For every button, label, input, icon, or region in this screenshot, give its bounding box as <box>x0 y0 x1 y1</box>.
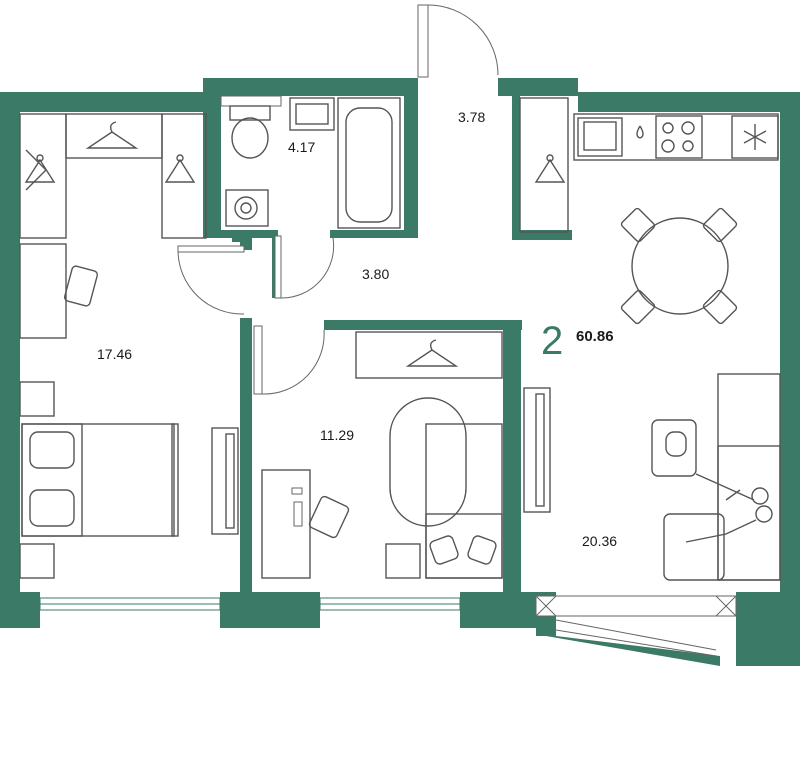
washing-machine-icon <box>225 189 269 227</box>
bedroom-furniture <box>19 113 239 579</box>
area-bedroom: 17.46 <box>97 346 132 362</box>
stove-icon <box>655 115 703 159</box>
area-kids-room: 11.29 <box>320 427 354 443</box>
sofa-icon <box>663 373 781 581</box>
tv-icon <box>523 387 551 513</box>
entrance-wardrobe <box>519 97 569 233</box>
hanger-icon <box>85 121 139 149</box>
area-bathroom: 4.17 <box>288 139 315 155</box>
bed-icon <box>425 423 503 579</box>
person-icon <box>685 473 773 543</box>
chair-icon <box>308 495 350 539</box>
wardrobe-icon <box>19 113 207 239</box>
living-furniture <box>523 373 781 581</box>
bathtub-icon <box>337 97 401 229</box>
area-kitchen-living: 20.36 <box>582 533 617 549</box>
sink-icon <box>577 117 623 157</box>
hanger-icon <box>24 154 56 183</box>
bathroom-fixtures <box>220 95 401 229</box>
chair-icon <box>63 265 99 307</box>
tv-icon <box>211 427 239 535</box>
dining-table-icon <box>620 207 738 325</box>
desk-icon <box>19 243 67 339</box>
kids-room-furniture <box>261 331 503 579</box>
kitchen <box>573 113 779 161</box>
hanger-icon <box>534 154 566 183</box>
area-labels: 17.46 4.17 3.78 3.80 11.29 20.36 2 60.86 <box>97 109 617 549</box>
wardrobe-icon <box>355 331 503 379</box>
room-count: 2 <box>541 319 563 363</box>
sink-icon <box>289 97 335 131</box>
bed-icon <box>21 423 179 537</box>
coffee-table-icon <box>651 419 697 477</box>
fridge-icon <box>731 115 779 159</box>
windows <box>39 595 737 666</box>
hanger-icon <box>164 154 196 183</box>
area-entrance: 3.78 <box>458 109 485 125</box>
toilet-icon <box>229 105 271 159</box>
doors <box>177 4 499 395</box>
total-area: 60.86 <box>576 328 614 345</box>
desk-icon <box>261 469 311 579</box>
walls <box>0 78 800 666</box>
area-hallway: 3.80 <box>362 266 389 282</box>
hanger-icon <box>405 339 459 367</box>
